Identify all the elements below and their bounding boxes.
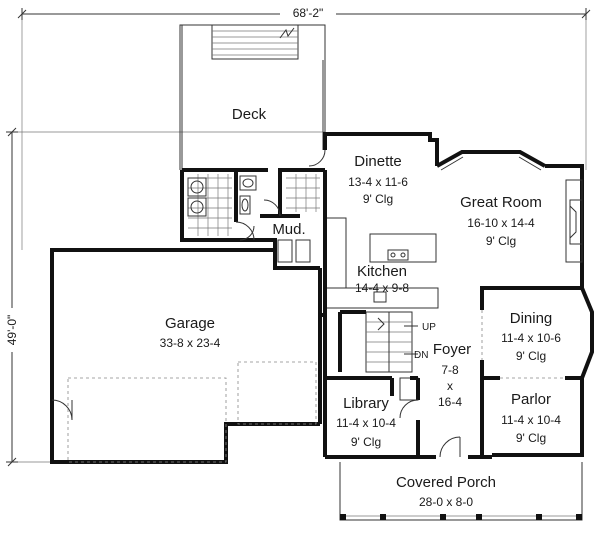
overall-width-label: 68'-2"	[293, 6, 324, 20]
covered-porch-size: 28-0 x 8-0	[419, 495, 473, 509]
dinette-size: 13-4 x 11-6	[348, 175, 408, 189]
dining: Dining 11-4 x 10-6 9' Clg	[501, 310, 561, 363]
garage-size: 33-8 x 23-4	[160, 336, 221, 350]
library-ceiling: 9' Clg	[351, 435, 381, 449]
kitchen-name: Kitchen	[357, 263, 407, 280]
utility-rooms: Mud.	[180, 149, 327, 270]
foyer: Foyer 7-8 x 16-4	[399, 341, 471, 458]
library-size: 11-4 x 10-4	[336, 416, 396, 430]
mud-name: Mud.	[272, 221, 305, 238]
foyer-size-a: 7-8	[441, 363, 459, 377]
great-room-size: 16-10 x 14-4	[467, 216, 535, 230]
dining-size: 11-4 x 10-6	[501, 331, 561, 345]
kitchen: Kitchen 14-4 x 9-8	[323, 210, 439, 315]
stairs: UP DN	[338, 310, 436, 373]
overall-width-dimension: 68'-2"	[17, 4, 591, 20]
fireplace-icon	[565, 179, 583, 263]
dining-name: Dining	[510, 310, 553, 327]
interior-walls	[325, 286, 582, 457]
library-name: Library	[343, 395, 389, 412]
parlor: Parlor 11-4 x 10-4 9' Clg	[501, 391, 561, 445]
dinette: Dinette 13-4 x 11-6 9' Clg	[348, 153, 408, 206]
foyer-size-x: x	[447, 379, 453, 393]
dinette-ceiling: 9' Clg	[363, 192, 393, 206]
overall-depth-label: 49'-0"	[5, 315, 19, 346]
great-room: Great Room 16-10 x 14-4 9' Clg	[460, 194, 542, 248]
deck-name: Deck	[232, 106, 267, 123]
dinette-name: Dinette	[354, 153, 402, 170]
kitchen-size: 14-4 x 9-8	[355, 281, 409, 295]
parlor-name: Parlor	[511, 391, 551, 408]
covered-porch-name: Covered Porch	[396, 474, 496, 491]
foyer-size-b: 16-4	[438, 395, 462, 409]
overall-depth-dimension: 49'-0"	[3, 127, 21, 467]
stairs-up-label: UP	[422, 322, 436, 333]
covered-porch: Covered Porch 28-0 x 8-0	[339, 462, 583, 521]
garage-name: Garage	[165, 315, 215, 332]
foyer-name: Foyer	[433, 341, 471, 358]
garage: Garage 33-8 x 23-4	[50, 248, 325, 464]
parlor-size: 11-4 x 10-4	[501, 413, 561, 427]
great-room-ceiling: 9' Clg	[486, 234, 516, 248]
library: Library 11-4 x 10-4 9' Clg	[336, 395, 396, 449]
great-room-name: Great Room	[460, 194, 542, 211]
deck: Deck	[179, 24, 326, 170]
dining-ceiling: 9' Clg	[516, 349, 546, 363]
parlor-ceiling: 9' Clg	[516, 431, 546, 445]
stairs-down-label: DN	[414, 350, 428, 361]
